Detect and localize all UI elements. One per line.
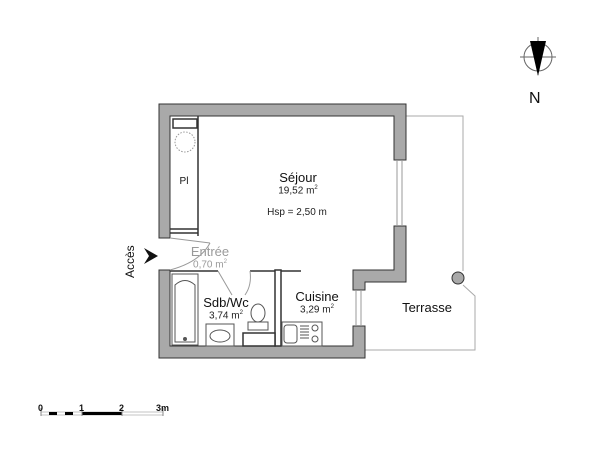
scale-tick-1: 1	[79, 403, 85, 413]
room-sdb-wc: Sdb/Wc 3,74 m2	[203, 295, 249, 321]
scale-tick-2: 2	[119, 403, 125, 413]
kitchen-unit	[281, 321, 323, 347]
room-name: Séjour	[279, 170, 317, 185]
room-name: Sdb/Wc	[203, 295, 249, 310]
terrace-outline	[365, 115, 476, 351]
scale-bar	[40, 408, 164, 416]
scale-tick-0: 0	[38, 403, 44, 413]
toilet	[247, 303, 269, 331]
room-area: 19,52 m2	[278, 185, 318, 197]
room-entree: Entrée 0,70 m2	[191, 244, 229, 270]
room-name: Cuisine	[295, 289, 339, 304]
room-area: 3,29 m2	[300, 304, 334, 316]
ceiling-height: Hsp = 2,50 m	[267, 207, 327, 218]
door-swings	[169, 237, 251, 296]
walls	[158, 103, 407, 359]
windows	[355, 160, 403, 326]
room-area: 3,74 m2	[209, 310, 243, 322]
room-cuisine: Cuisine 3,29 m2	[295, 289, 338, 315]
compass-icon	[520, 37, 556, 76]
bathroom-sink	[205, 323, 235, 347]
north-label: N	[529, 90, 541, 107]
partitions	[170, 116, 301, 347]
bathtub	[171, 273, 199, 346]
closet-fixture	[174, 131, 196, 153]
room-sejour: Séjour 19,52 m2	[278, 170, 318, 196]
access-arrow-icon	[144, 248, 158, 264]
access-label: Accès	[123, 245, 137, 278]
scale-tick-3: 3m	[156, 403, 170, 413]
terrace-column	[451, 271, 465, 285]
room-terrasse: Terrasse	[402, 300, 452, 315]
room-area: 0,70 m2	[193, 259, 227, 271]
room-name: Entrée	[190, 244, 230, 259]
closet-label: Pl	[179, 176, 189, 187]
